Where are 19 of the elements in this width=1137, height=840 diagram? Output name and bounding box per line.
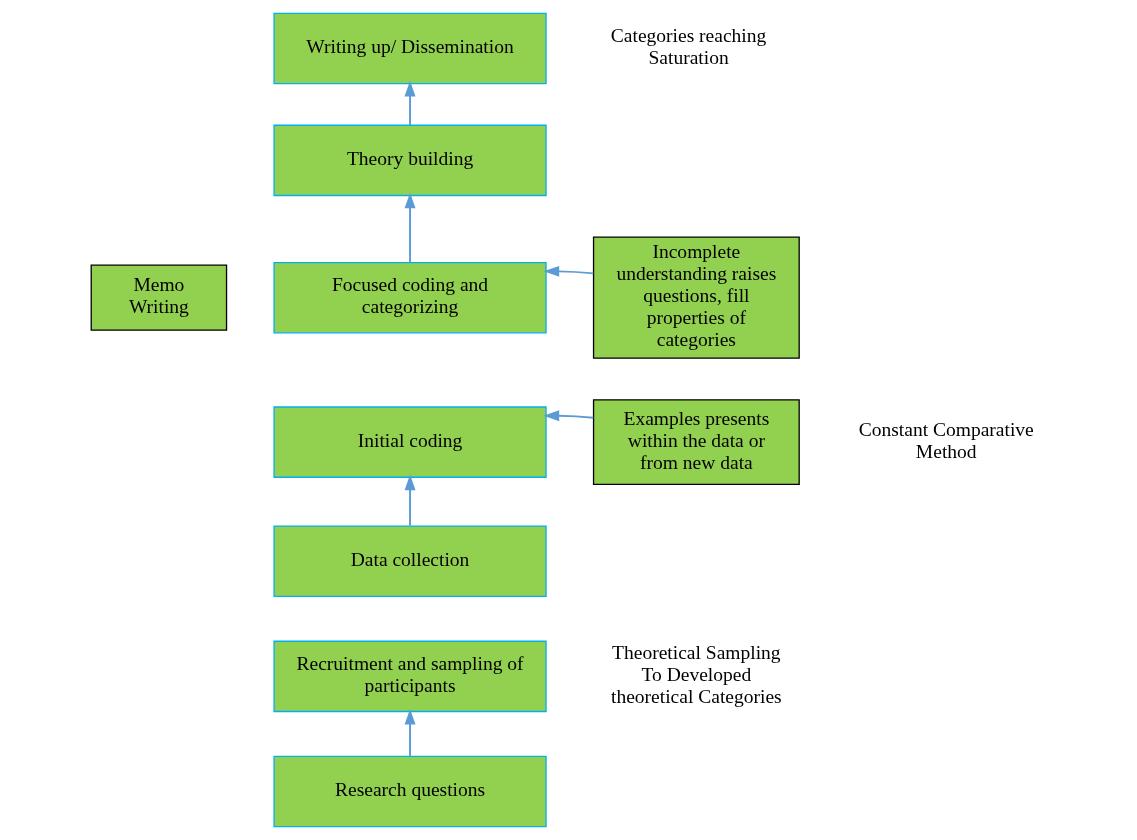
node-box: Focused coding and categorizing xyxy=(273,261,547,334)
node-box: Research questions xyxy=(273,755,547,828)
node-box: Initial coding xyxy=(273,406,547,478)
arrow xyxy=(404,708,416,757)
node-box: Incomplete understanding raises questions, fill properties of categories xyxy=(592,236,800,359)
node-box: Theory building xyxy=(273,124,547,197)
arrow xyxy=(404,192,416,264)
node-box: Recruitment and sampling of participants xyxy=(273,640,547,713)
arrow xyxy=(543,410,595,422)
label: Constant Comparative Method xyxy=(858,418,1034,462)
arrow xyxy=(404,474,416,527)
arrow xyxy=(404,80,416,127)
node-box: Memo Writing xyxy=(90,264,228,331)
node-box: Examples presents within the data or from new data xyxy=(592,399,800,486)
node-box: Writing up/ Dissemination xyxy=(273,12,547,85)
arrow xyxy=(543,265,595,277)
label: Categories reaching Saturation xyxy=(610,24,767,69)
node-box: Data collection xyxy=(273,525,547,597)
label: Theoretical Sampling To Developed theoretical Categories xyxy=(611,641,782,708)
